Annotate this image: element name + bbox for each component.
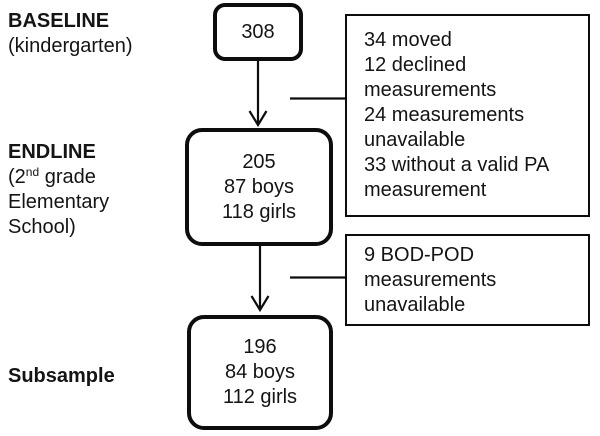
endline-boys: 87 boys xyxy=(223,175,295,198)
exclusion-line: unavailable xyxy=(364,129,466,151)
exclusion-line: 9 BOD-POD xyxy=(364,243,475,266)
exclusion-line: 34 moved xyxy=(364,29,452,51)
exclusion-box-baseline-to-endline: 34 moved 12 declined measurements 24 mea… xyxy=(345,14,590,217)
baseline-title: BASELINE xyxy=(8,10,110,32)
exclusion-line: measurement xyxy=(364,179,487,201)
endline-girls: 118 girls xyxy=(221,200,297,223)
subsample-stage-label: Subsample xyxy=(8,365,115,387)
flow-box-endline: 205 87 boys 118 girls xyxy=(185,128,333,246)
subsample-boys: 84 boys xyxy=(224,361,296,383)
exclusion-line: 12 declined xyxy=(364,54,467,76)
endline-stage-label: ENDLINE (2nd grade Elementary School) xyxy=(8,140,109,240)
endline-grade-line: (2nd grade xyxy=(8,165,109,190)
baseline-subtitle: (kindergarten) xyxy=(8,35,133,57)
baseline-count: 308 xyxy=(241,20,275,43)
baseline-stage-label: BASELINE (kindergarten) xyxy=(8,9,133,59)
down-arrow-icon xyxy=(250,245,270,313)
exclusion-line: 33 without a valid PA xyxy=(364,154,550,176)
flow-box-subsample: 196 84 boys 112 girls xyxy=(187,315,333,430)
endline-count: 205 xyxy=(242,150,276,173)
exclusion-box-endline-to-subsample: 9 BOD-POD measurements unavailable xyxy=(345,234,590,326)
flow-box-baseline: 308 xyxy=(213,3,303,61)
endline-grade-superscript: nd xyxy=(25,165,40,179)
exclusion-line: 24 measurements xyxy=(364,104,525,126)
endline-grade-pre: (2 xyxy=(8,166,26,188)
endline-line3: School) xyxy=(8,216,76,238)
exclusion-line: unavailable xyxy=(364,293,466,316)
subsample-count: 196 xyxy=(243,336,277,358)
endline-grade-post: grade xyxy=(39,166,96,188)
endline-title: ENDLINE xyxy=(8,141,96,163)
exclusion-line: measurements xyxy=(364,268,497,291)
subsample-girls: 112 girls xyxy=(222,386,298,408)
down-arrow-icon xyxy=(248,61,268,128)
endline-line2: Elementary xyxy=(8,191,110,213)
exclusion-line: measurements xyxy=(364,79,497,101)
